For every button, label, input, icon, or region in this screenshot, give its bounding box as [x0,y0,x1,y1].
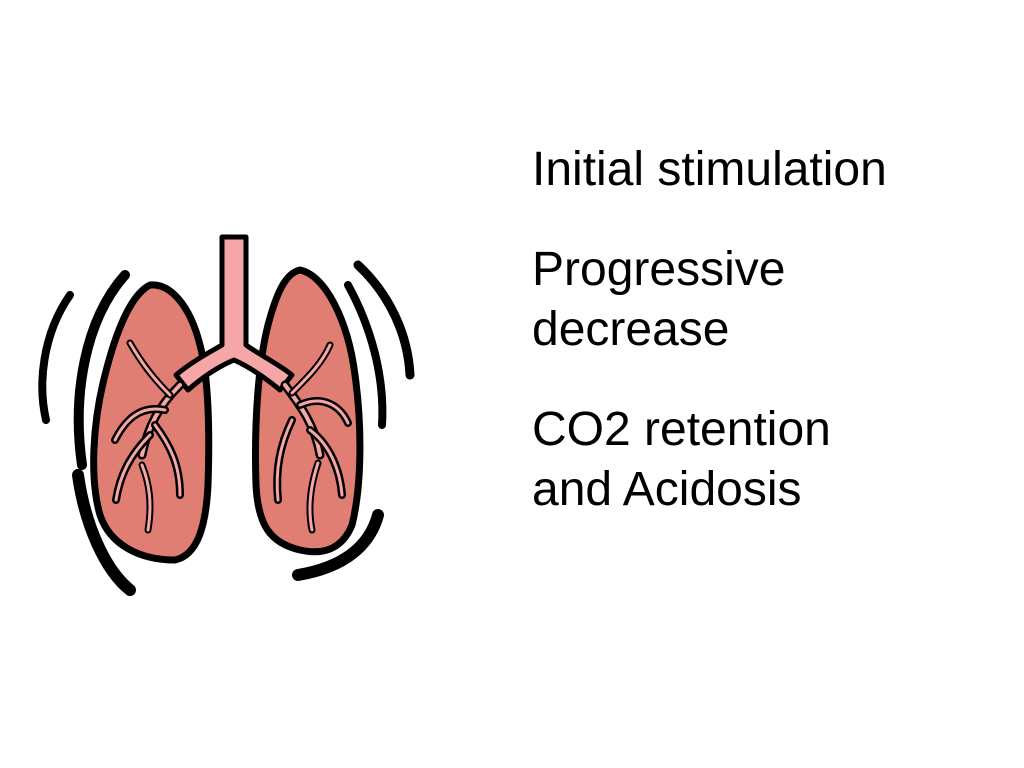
motion-line-right-inner [344,281,387,429]
text-block: Initial stimulation Progressive decrease… [532,140,1002,520]
text-item-progressive-decrease: Progressive decrease [532,243,786,356]
trachea [173,234,295,393]
motion-line-left-outer [38,291,74,424]
motion-line-right-outer [353,260,415,380]
motion-line-left-inner [73,270,130,470]
text-item-initial-stimulation: Initial stimulation [532,143,887,196]
text-item-co2-retention: CO2 retention and Acidosis [532,403,831,516]
left-bronchi [111,339,185,534]
motion-line-right-bottom [292,509,384,581]
right-bronchi [273,341,352,534]
motion-line-left-bottom [72,469,136,596]
lungs-icon [38,234,415,596]
